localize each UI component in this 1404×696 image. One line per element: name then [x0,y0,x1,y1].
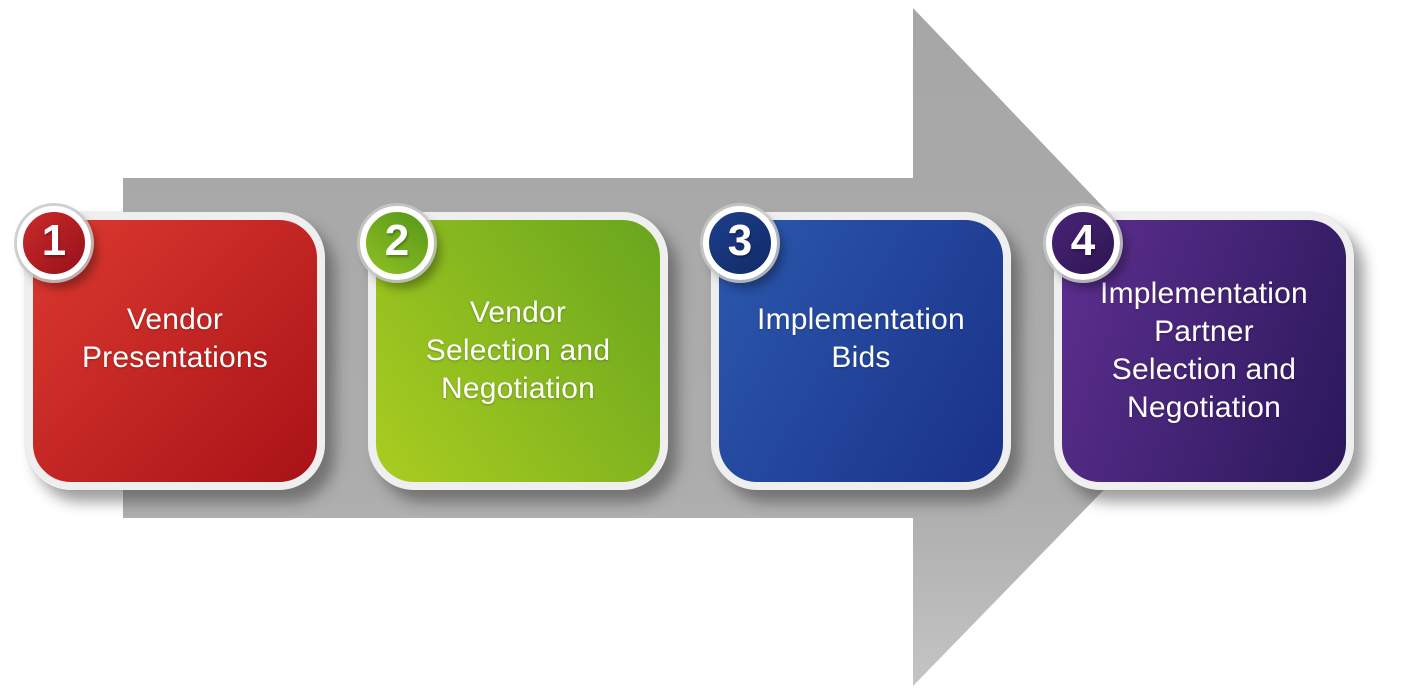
step-4-number: 4 [1070,216,1096,265]
step-3-badge: 3 [703,206,777,280]
step-4-label: Implementation Partner Selection and Neg… [1100,275,1308,427]
step-2-label: Vendor Selection and Negotiation [426,294,610,408]
step-4-badge: 4 [1046,206,1120,280]
step-label-line: Implementation [757,303,965,336]
step-label-line: Selection and [1111,353,1297,386]
step-label-line: Negotiation [1127,391,1281,424]
step-label-line: Vendor [469,296,567,329]
step-label-line: Negotiation [441,372,595,405]
step-1-badge: 1 [17,206,91,280]
step-label-line: Implementation [1100,277,1308,310]
step-3-label: Implementation Bids [757,301,965,377]
step-label-line: Vendor [126,303,224,336]
step-card-3: 3 Implementation Bids [703,206,1011,490]
step-1-number: 1 [41,216,67,265]
step-label-line: Presentations [81,341,269,374]
step-label-line: Partner [1154,315,1254,348]
arrow-shape [123,8,1240,686]
step-label-line: Selection and [425,334,611,367]
step-2-number: 2 [384,216,410,265]
step-card-1: 1 Vendor Presentations [17,206,325,490]
step-2-badge: 2 [360,206,434,280]
step-card-4: 4 Implementation Partner Selection and N… [1046,206,1354,490]
step-1-label: Vendor Presentations [82,301,268,377]
step-card-2: 2 Vendor Selection and Negotiation [360,206,668,490]
step-3-number: 3 [727,216,753,265]
step-label-line: Bids [831,341,891,374]
